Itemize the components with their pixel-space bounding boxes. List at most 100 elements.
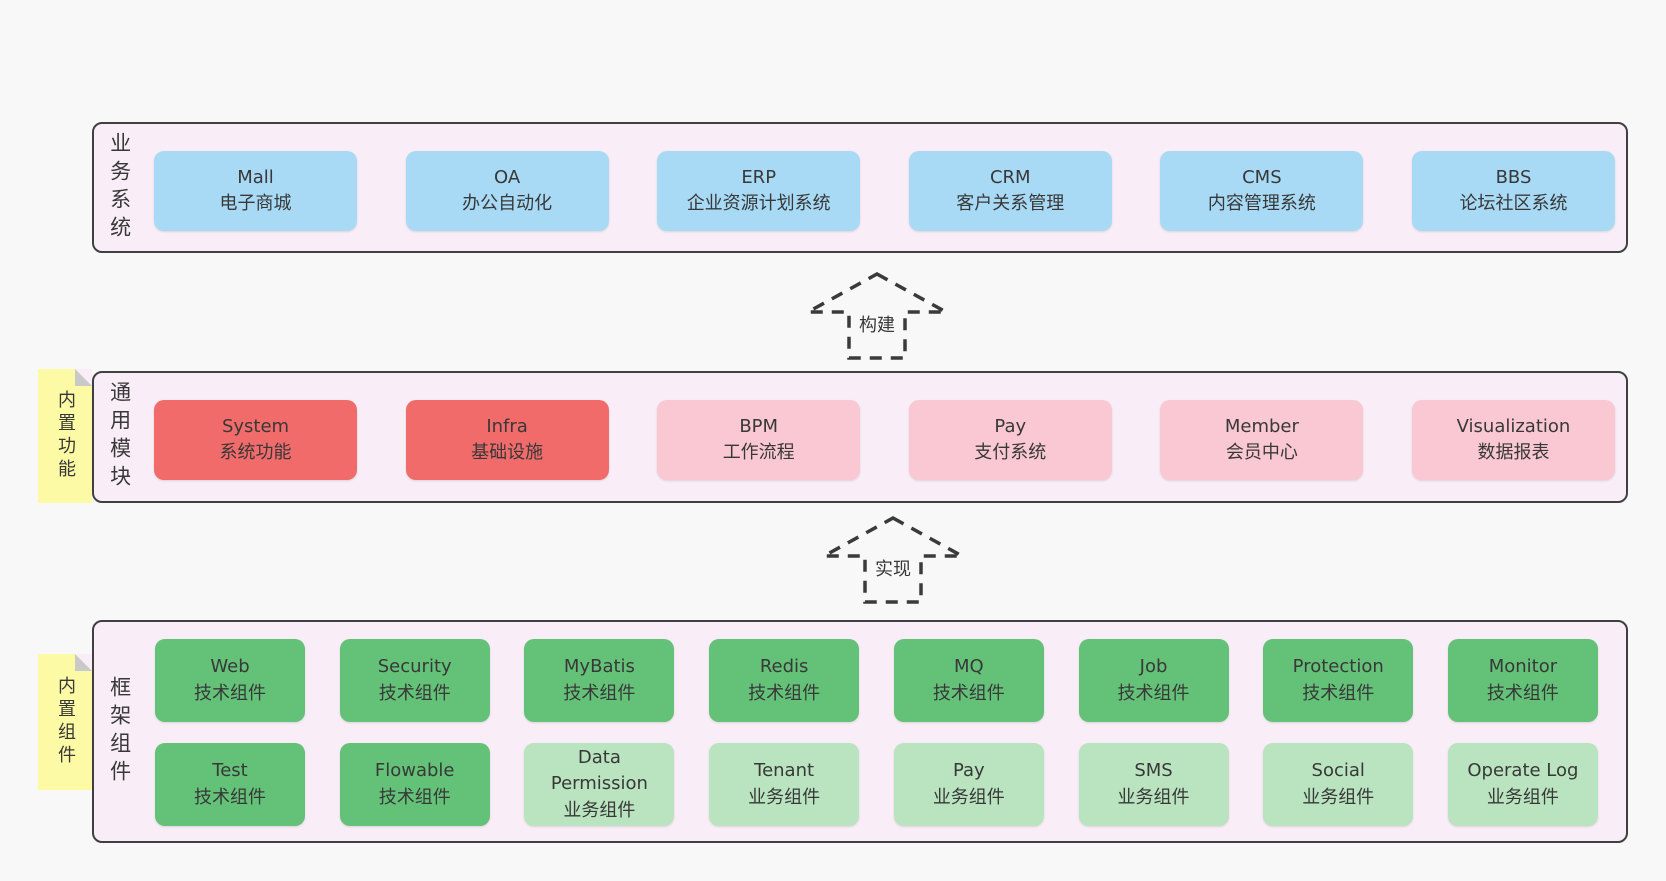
box-mybatis: MyBatis 技术组件 — [524, 639, 675, 722]
layer-side-label: 通用模块 — [102, 373, 136, 501]
box-subtitle: 会员中心 — [1225, 442, 1298, 463]
box-sms: SMS 业务组件 — [1078, 743, 1229, 826]
box-subtitle: 业务组件 — [563, 799, 636, 821]
box-subtitle: 工作流程 — [722, 442, 795, 463]
box-subtitle: 业务组件 — [748, 786, 821, 808]
box-subtitle: 技术组件 — [378, 786, 451, 808]
box-title: BBS — [1495, 166, 1532, 188]
box-title: ERP — [741, 166, 777, 188]
box-subtitle: 电子商城 — [219, 193, 292, 214]
box-subtitle: 业务组件 — [1302, 786, 1375, 808]
box-subtitle: 业务组件 — [1486, 786, 1559, 808]
box-subtitle: 业务组件 — [932, 786, 1005, 808]
box-title: OA — [494, 166, 521, 188]
box-subtitle: 基础设施 — [471, 442, 544, 463]
box-title: Visualization — [1456, 415, 1571, 437]
layer-side-label-text: 通用模块 — [107, 381, 132, 493]
box-title: Web — [210, 656, 250, 678]
box-subtitle: 技术组件 — [378, 682, 451, 704]
box-cms: CMS 内容管理系统 — [1160, 151, 1364, 231]
layer-side-label: 业务系统 — [102, 124, 136, 251]
box-title: Data Permission — [550, 747, 648, 795]
box-tenant: Tenant 业务组件 — [709, 743, 860, 826]
sticky-note-built-in-components: 内置组件 — [38, 654, 92, 790]
build-arrow: 构建 — [806, 272, 948, 360]
up-arrow-icon — [807, 272, 947, 360]
layer-side-label-text: 业务系统 — [107, 131, 132, 244]
layer-side-label-text: 框架组件 — [107, 675, 132, 788]
box-monitor: Monitor 技术组件 — [1447, 639, 1598, 722]
box-subtitle: 系统功能 — [219, 442, 292, 463]
box-title: System — [221, 415, 290, 437]
box-subtitle: 业务组件 — [1117, 786, 1190, 808]
box-title: Pay — [952, 760, 985, 782]
box-erp: ERP 企业资源计划系统 — [657, 151, 861, 231]
box-title: Tenant — [754, 760, 815, 782]
sticky-note-text: 内置组件 — [55, 676, 76, 768]
box-subtitle: 技术组件 — [1302, 682, 1375, 704]
box-title: Job — [1139, 656, 1168, 678]
box-title: Security — [377, 656, 452, 678]
box-title: CMS — [1242, 166, 1282, 188]
box-title: Pay — [994, 415, 1027, 437]
up-arrow-icon — [823, 516, 963, 604]
box-web: Web 技术组件 — [155, 639, 305, 722]
box-title: SMS — [1134, 760, 1173, 782]
box-title: Monitor — [1488, 656, 1558, 678]
folded-corner-icon — [75, 369, 92, 386]
box-bpm: BPM 工作流程 — [657, 400, 861, 480]
box-title: Operate Log — [1467, 760, 1579, 782]
box-data-permission: Data Permission 业务组件 — [524, 743, 675, 826]
box-pay: Pay 业务组件 — [893, 743, 1044, 826]
sticky-note-text: 内置功能 — [55, 390, 76, 482]
box-social: Social 业务组件 — [1263, 743, 1414, 826]
sticky-note-built-in-features: 内置功能 — [38, 369, 92, 503]
box-test: Test 技术组件 — [155, 743, 305, 826]
box-oa: OA 办公自动化 — [405, 151, 609, 231]
box-title: Member — [1224, 415, 1299, 437]
box-subtitle: 技术组件 — [563, 682, 636, 704]
box-subtitle: 企业资源计划系统 — [686, 193, 831, 214]
box-flowable: Flowable 技术组件 — [339, 743, 490, 826]
box-subtitle: 支付系统 — [974, 442, 1047, 463]
box-pay: Pay 支付系统 — [908, 400, 1112, 480]
box-subtitle: 办公自动化 — [462, 193, 553, 214]
implement-arrow: 实现 — [822, 516, 964, 604]
box-protection: Protection 技术组件 — [1263, 639, 1414, 722]
box-title: MyBatis — [563, 656, 635, 678]
box-subtitle: 技术组件 — [194, 682, 266, 704]
box-title: Flowable — [374, 760, 455, 782]
box-title: Mall — [237, 166, 274, 188]
box-title: BPM — [739, 415, 779, 437]
box-subtitle: 技术组件 — [1486, 682, 1559, 704]
folded-corner-icon — [75, 654, 92, 671]
box-subtitle: 数据报表 — [1477, 442, 1550, 463]
box-subtitle: 客户关系管理 — [956, 193, 1065, 214]
box-title: Redis — [759, 656, 809, 678]
layer-side-label: 框架组件 — [102, 622, 136, 841]
arrow-label: 实现 — [871, 554, 915, 582]
box-visualization: Visualization 数据报表 — [1411, 400, 1615, 480]
box-title: Test — [212, 760, 248, 782]
box-member: Member 会员中心 — [1160, 400, 1364, 480]
box-title: Social — [1311, 760, 1365, 782]
box-title: Protection — [1292, 656, 1384, 678]
layer-framework-components: 框架组件 Web 技术组件 Security 技术组件 MyBatis 技术组件 Redis… — [92, 620, 1628, 843]
box-operate-log: Operate Log 业务组件 — [1447, 743, 1598, 826]
box-subtitle: 技术组件 — [194, 786, 266, 808]
box-subtitle: 内容管理系统 — [1207, 193, 1316, 214]
arrow-label: 构建 — [855, 310, 899, 338]
box-security: Security 技术组件 — [339, 639, 490, 722]
